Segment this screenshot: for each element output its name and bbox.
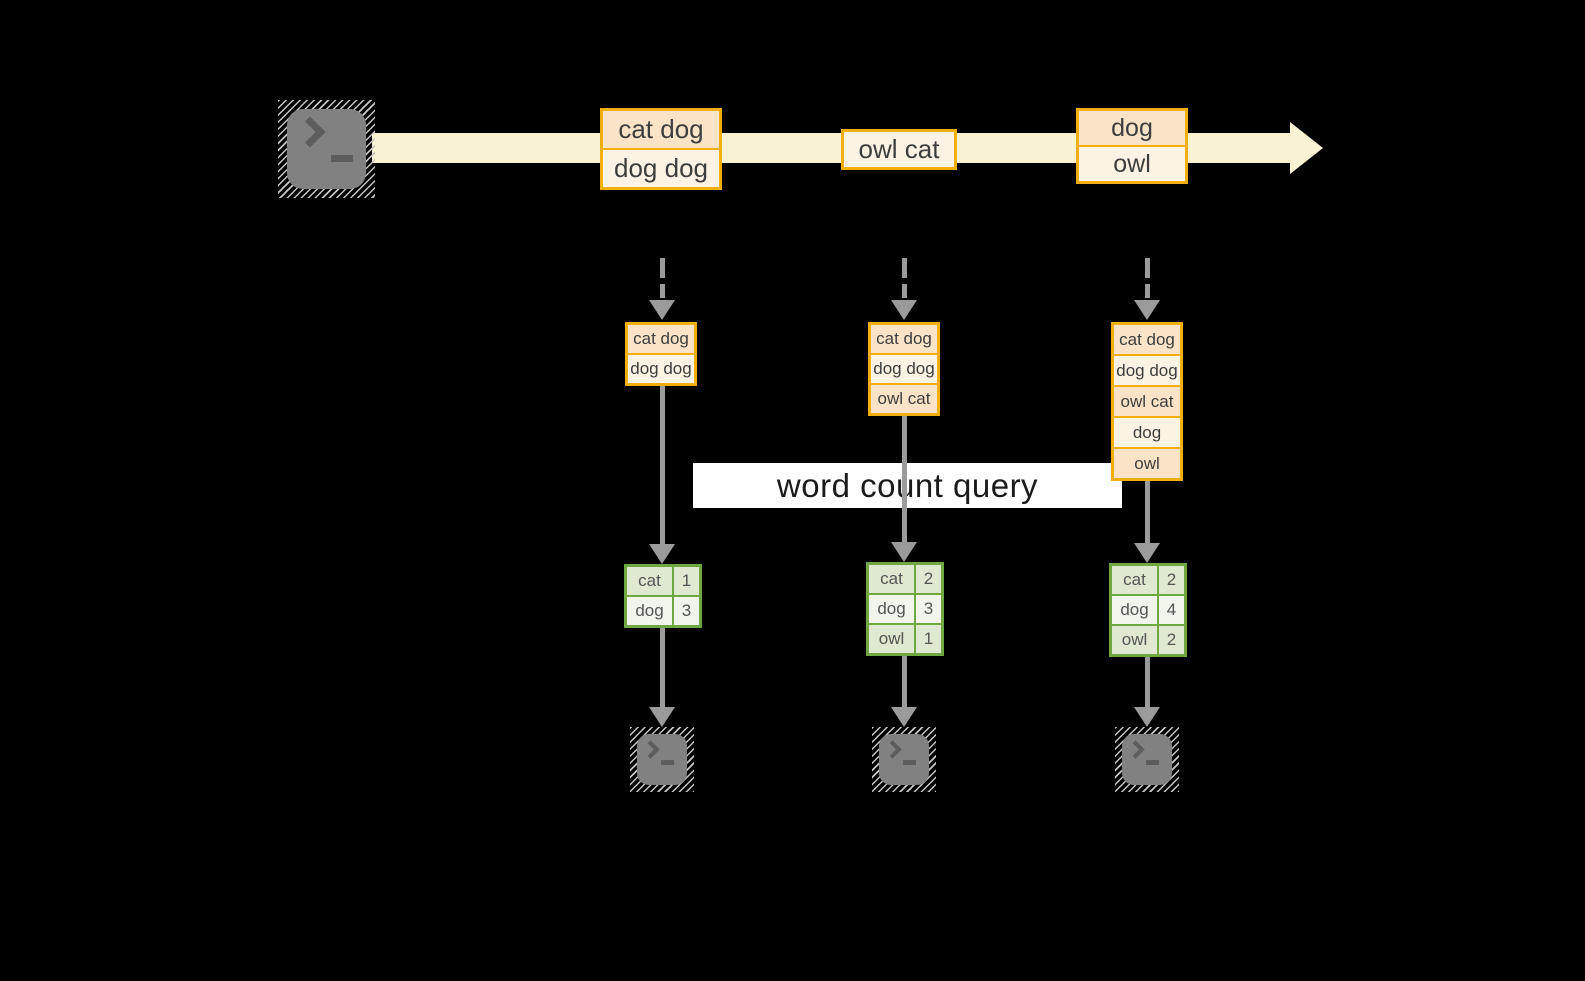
batch-line: cat dog bbox=[603, 111, 719, 148]
input-state-box-3: cat dog dog dog owl cat dog owl bbox=[1111, 322, 1183, 481]
result-table-3: cat 2 dog 4 owl 2 bbox=[1109, 563, 1187, 657]
output-arrow-head bbox=[1134, 707, 1160, 727]
output-arrow-head bbox=[891, 707, 917, 727]
stream-arrow-head bbox=[1290, 122, 1323, 174]
terminal-prompt-chevron-icon bbox=[641, 740, 660, 759]
count-cell: 1 bbox=[674, 567, 699, 595]
terminal-screen bbox=[287, 109, 366, 189]
batch-arrow-dash bbox=[660, 258, 665, 278]
word-cell: cat bbox=[1112, 566, 1157, 594]
source-terminal-icon bbox=[278, 100, 375, 198]
count-cell: 3 bbox=[916, 595, 941, 623]
batch-arrow-dash bbox=[902, 258, 907, 278]
stream-batch-2: owl cat bbox=[841, 129, 957, 170]
query-label: word count query bbox=[693, 463, 1122, 508]
input-state-box-2: cat dog dog dog owl cat bbox=[868, 322, 940, 416]
count-cell: 2 bbox=[1159, 626, 1184, 654]
batch-line: owl bbox=[1079, 147, 1185, 181]
batch-arrow-dash bbox=[1145, 258, 1150, 278]
batch-arrow-dash bbox=[660, 284, 665, 298]
query-arrow-head bbox=[891, 542, 917, 562]
count-cell: 2 bbox=[1159, 566, 1184, 594]
query-arrow-line bbox=[1145, 481, 1150, 543]
state-line: dog bbox=[1114, 418, 1180, 447]
batch-arrow-head bbox=[891, 300, 917, 320]
word-cell: cat bbox=[869, 565, 914, 593]
query-arrow-head bbox=[1134, 543, 1160, 563]
state-line: dog dog bbox=[1114, 356, 1180, 385]
state-line: dog dog bbox=[628, 355, 694, 383]
state-line: cat dog bbox=[871, 325, 937, 353]
output-arrow-line bbox=[660, 628, 665, 707]
terminal-cursor-icon bbox=[1146, 760, 1159, 765]
count-cell: 2 bbox=[916, 565, 941, 593]
word-cell: owl bbox=[1112, 626, 1157, 654]
word-cell: cat bbox=[627, 567, 672, 595]
word-cell: owl bbox=[869, 625, 914, 653]
batch-arrow-head bbox=[1134, 300, 1160, 320]
stream-batch-1: cat dog dog dog bbox=[600, 108, 722, 190]
word-cell: dog bbox=[869, 595, 914, 623]
batch-arrow-dash bbox=[1145, 284, 1150, 298]
result-table-1: cat 1 dog 3 bbox=[624, 564, 702, 628]
output-terminal-icon bbox=[872, 727, 936, 792]
terminal-prompt-chevron-icon bbox=[294, 116, 326, 148]
output-arrow-line bbox=[902, 656, 907, 707]
state-line: owl cat bbox=[1114, 387, 1180, 416]
terminal-cursor-icon bbox=[903, 760, 916, 765]
terminal-screen bbox=[637, 734, 687, 785]
word-cell: dog bbox=[627, 597, 672, 625]
count-cell: 3 bbox=[674, 597, 699, 625]
output-terminal-icon bbox=[1115, 727, 1179, 792]
batch-arrow-head bbox=[649, 300, 675, 320]
output-arrow-line bbox=[1145, 657, 1150, 707]
terminal-screen bbox=[1122, 734, 1172, 785]
query-arrow-line bbox=[902, 416, 907, 542]
state-line: cat dog bbox=[628, 325, 694, 353]
query-arrow-head bbox=[649, 544, 675, 564]
count-cell: 1 bbox=[916, 625, 941, 653]
query-arrow-line bbox=[660, 386, 665, 546]
state-line: owl bbox=[1114, 449, 1180, 478]
terminal-screen bbox=[879, 734, 929, 785]
batch-line: dog dog bbox=[603, 150, 719, 187]
terminal-cursor-icon bbox=[661, 760, 674, 765]
output-arrow-head bbox=[649, 707, 675, 727]
state-line: dog dog bbox=[871, 355, 937, 383]
batch-arrow-dash bbox=[902, 284, 907, 298]
count-cell: 4 bbox=[1159, 596, 1184, 624]
terminal-prompt-chevron-icon bbox=[883, 740, 902, 759]
output-terminal-icon bbox=[630, 727, 694, 792]
input-state-box-1: cat dog dog dog bbox=[625, 322, 697, 386]
stream-batch-3: dog owl bbox=[1076, 108, 1188, 184]
terminal-prompt-chevron-icon bbox=[1126, 740, 1145, 759]
state-line: cat dog bbox=[1114, 325, 1180, 354]
state-line: owl cat bbox=[871, 385, 937, 413]
batch-line: owl cat bbox=[844, 132, 954, 167]
result-table-2: cat 2 dog 3 owl 1 bbox=[866, 562, 944, 656]
batch-line: dog bbox=[1079, 111, 1185, 145]
word-cell: dog bbox=[1112, 596, 1157, 624]
terminal-cursor-icon bbox=[331, 155, 353, 162]
